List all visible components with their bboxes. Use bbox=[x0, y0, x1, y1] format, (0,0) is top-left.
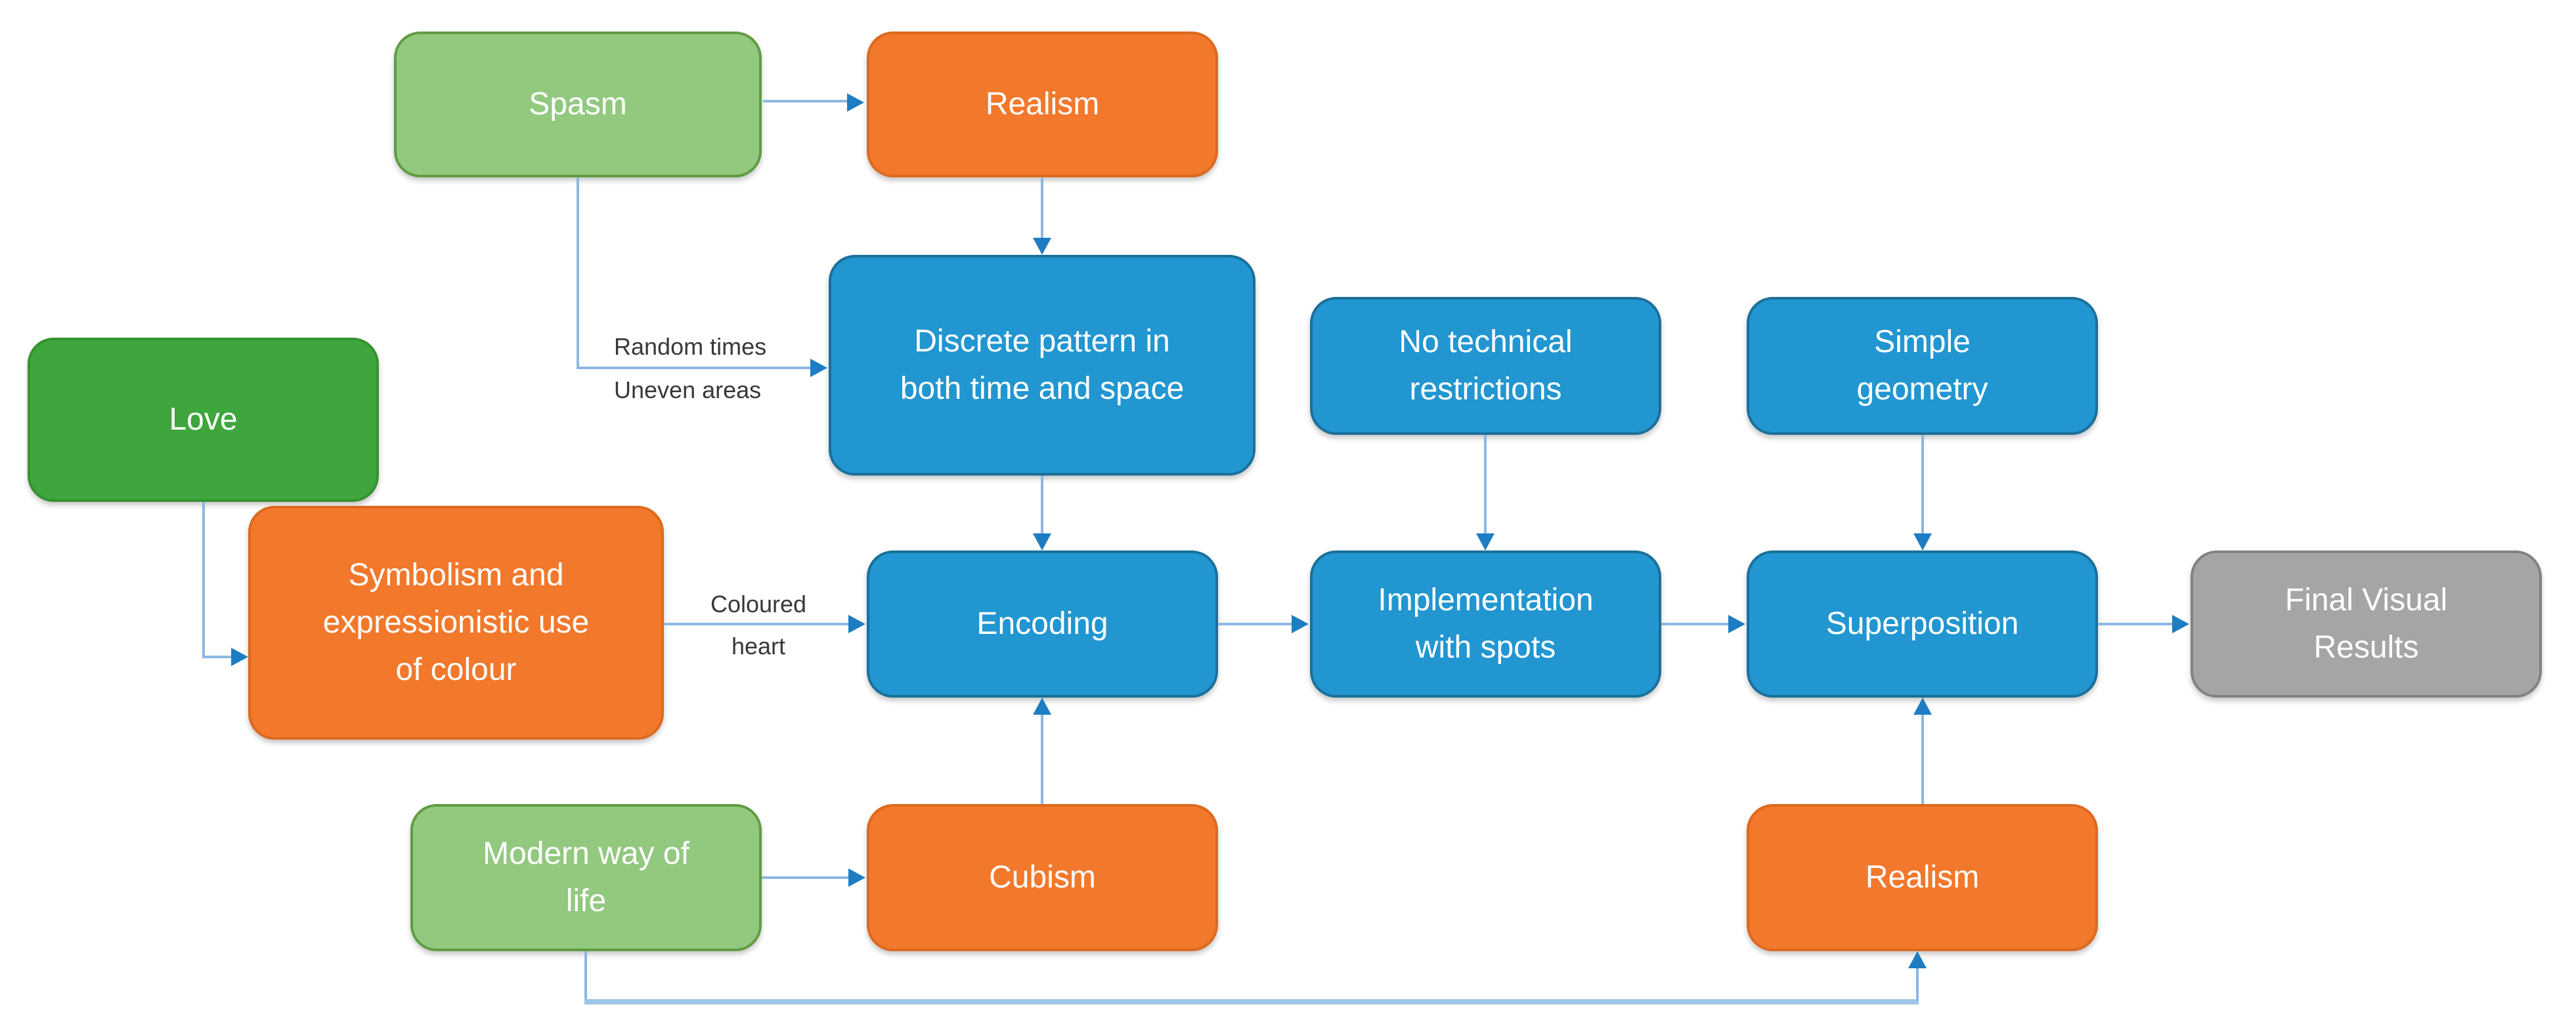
node-label-line: Implementation bbox=[1378, 583, 1594, 617]
node-label-line: Encoding bbox=[976, 606, 1108, 641]
node-label-line: Discrete pattern in bbox=[914, 324, 1170, 359]
arrowhead-discrete-pattern-to-encoding bbox=[1033, 533, 1051, 550]
edge-no-technical-to-implementation bbox=[1484, 435, 1487, 535]
edge-implementation-to-superposition bbox=[1661, 623, 1730, 625]
edge-cubism-to-encoding bbox=[1041, 715, 1043, 804]
edge-label-uneven-areas: Uneven areas bbox=[614, 376, 762, 403]
edge-symbolism-to-encoding bbox=[664, 623, 850, 625]
node-label-line: Spasm bbox=[529, 87, 627, 122]
node-label-line: geometry bbox=[1856, 372, 1988, 407]
node-realism-top: Realism bbox=[867, 32, 1218, 177]
arrowhead-realism-bottom-to-superposition bbox=[1913, 698, 1932, 715]
arrowhead-cubism-to-encoding bbox=[1033, 698, 1051, 715]
node-label-line: of colour bbox=[395, 652, 517, 687]
node-implementation: Implementation with spots bbox=[1310, 550, 1661, 698]
node-label-line: Results bbox=[2313, 630, 2419, 665]
arrowhead-modern-way-to-realism-bottom bbox=[1908, 951, 1927, 968]
node-label-line: Love bbox=[169, 402, 238, 437]
edge-spasm-to-discrete-pattern bbox=[577, 367, 810, 369]
edge-modern-way-to-cubism bbox=[762, 876, 850, 879]
node-discrete-pattern: Discrete pattern in both time and space bbox=[829, 255, 1255, 476]
edge-superposition-to-final-results bbox=[2098, 623, 2173, 625]
arrowhead-symbolism-to-encoding bbox=[848, 615, 865, 633]
edge-encoding-to-implementation bbox=[1218, 623, 1292, 625]
edge-spasm-to-discrete-pattern bbox=[577, 177, 579, 369]
node-label-line: expressionistic use bbox=[322, 605, 590, 640]
edge-discrete-pattern-to-encoding bbox=[1041, 476, 1043, 535]
edge-label-heart: heart bbox=[731, 633, 786, 660]
node-label-line: life bbox=[565, 884, 607, 918]
edge-love-to-symbolism bbox=[202, 656, 232, 658]
node-label-line: No technical bbox=[1399, 325, 1573, 359]
edge-realism-bottom-to-superposition bbox=[1921, 715, 1924, 804]
arrowhead-realism-top-to-discrete-pattern bbox=[1033, 238, 1051, 255]
edge-modern-way-to-realism-bottom bbox=[584, 951, 587, 1002]
node-label-line: Simple bbox=[1874, 325, 1971, 359]
arrowhead-implementation-to-superposition bbox=[1728, 615, 1745, 633]
arrowhead-spasm-to-discrete-pattern bbox=[810, 359, 827, 377]
node-label-line: Symbolism and bbox=[348, 558, 564, 593]
arrowhead-simple-geometry-to-superposition bbox=[1913, 533, 1932, 550]
node-label-line: Superposition bbox=[1825, 606, 2019, 641]
arrowhead-love-to-symbolism bbox=[231, 648, 248, 666]
arrowhead-spasm-to-realism-top bbox=[847, 93, 864, 112]
node-no-technical: No technical restrictions bbox=[1310, 297, 1661, 435]
node-encoding: Encoding bbox=[867, 550, 1218, 698]
node-label-line: Final Visual bbox=[2284, 583, 2448, 617]
edge-label-coloured: Coloured bbox=[710, 591, 807, 617]
node-label-line: both time and space bbox=[900, 371, 1185, 406]
node-love: Love bbox=[28, 338, 379, 502]
edge-modern-way-to-realism-bottom bbox=[584, 999, 1919, 1004]
node-simple-geometry: Simple geometry bbox=[1747, 297, 2098, 435]
edge-simple-geometry-to-superposition bbox=[1921, 435, 1924, 535]
edge-modern-way-to-realism-bottom bbox=[1916, 968, 1919, 1001]
edge-realism-top-to-discrete-pattern bbox=[1041, 177, 1043, 240]
node-modern-way: Modern way of life bbox=[410, 804, 762, 951]
arrowhead-modern-way-to-cubism bbox=[848, 868, 865, 887]
node-label-line: Realism bbox=[985, 87, 1100, 122]
node-spasm: Spasm bbox=[394, 32, 762, 177]
arrowhead-no-technical-to-implementation bbox=[1476, 533, 1495, 550]
node-label-line: Realism bbox=[1865, 860, 1980, 895]
edge-spasm-to-realism-top bbox=[763, 100, 848, 102]
node-label-line: Cubism bbox=[989, 860, 1096, 895]
node-label-line: Modern way of bbox=[483, 836, 689, 871]
arrowhead-superposition-to-final-results bbox=[2172, 615, 2189, 633]
node-cubism: Cubism bbox=[867, 804, 1218, 951]
edge-label-random-times: Random times bbox=[614, 333, 767, 360]
node-realism-bottom: Realism bbox=[1747, 804, 2098, 951]
node-symbolism: Symbolism and expressionistic use of colou… bbox=[248, 506, 664, 740]
node-label-line: restrictions bbox=[1409, 372, 1562, 407]
node-superposition: Superposition bbox=[1747, 550, 2098, 698]
edge-love-to-symbolism bbox=[202, 502, 205, 658]
arrowhead-encoding-to-implementation bbox=[1292, 615, 1309, 633]
node-label-line: with spots bbox=[1415, 630, 1556, 665]
